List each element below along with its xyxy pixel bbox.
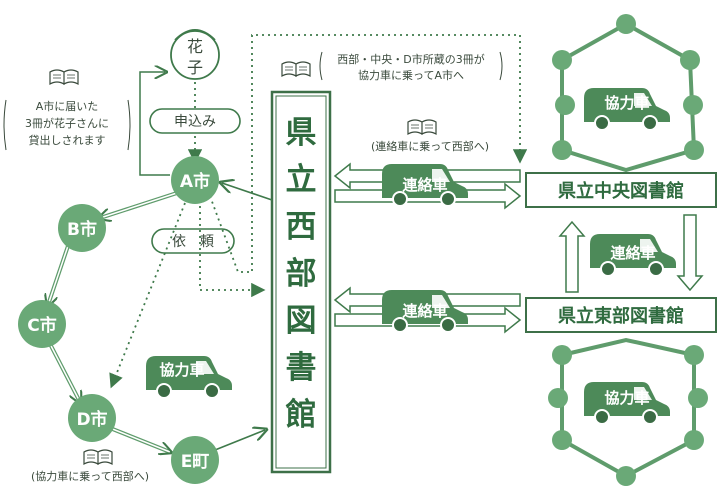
svg-text:協力車: 協力車 xyxy=(159,361,204,379)
left-note-line1: A市に届いた xyxy=(36,99,99,113)
svg-text:立: 立 xyxy=(286,162,317,198)
e-to-west-arrow xyxy=(214,430,265,451)
left-note-line2: 3冊が花子さんに xyxy=(25,116,109,130)
central-area-ring: 協力車 xyxy=(552,14,704,173)
liaison-route-upper: 連絡車 xyxy=(333,162,522,210)
left-books-note: A市に届いた 3冊が花子さんに 貸出しされます xyxy=(3,99,131,151)
svg-text:連絡車: 連絡車 xyxy=(402,176,447,194)
lend-arrow xyxy=(139,72,170,176)
city-c: C市 xyxy=(18,300,66,348)
svg-text:部: 部 xyxy=(286,256,317,292)
svg-text:館: 館 xyxy=(286,397,317,433)
svg-text:協力車に乗ってA市へ: 協力車に乗ってA市へ xyxy=(358,68,464,82)
left-note-line3: 貸出しされます xyxy=(29,133,106,147)
person-name-line2: 子 xyxy=(187,58,203,77)
svg-text:申込み: 申込み xyxy=(174,114,216,130)
bottom-note: (協力車に乗って西部へ) xyxy=(31,469,149,483)
svg-text:県立東部図書館: 県立東部図書館 xyxy=(558,305,684,327)
request-label: 依 頼 xyxy=(151,228,235,254)
person-name-line1: 花 xyxy=(187,37,203,56)
top-route-note: 西部・中央・D市所蔵の3冊が 協力車に乗ってA市へ xyxy=(319,51,503,82)
open-book-icon xyxy=(83,449,113,465)
svg-text:県: 県 xyxy=(286,115,317,151)
central-east-link: 連絡車 xyxy=(558,214,704,293)
svg-text:協力車: 協力車 xyxy=(604,94,649,112)
svg-text:図: 図 xyxy=(286,303,317,339)
svg-text:書: 書 xyxy=(286,350,317,386)
open-book-icon xyxy=(281,61,311,77)
cooperation-van-left: 協力車 xyxy=(145,355,233,399)
svg-text:E町: E町 xyxy=(181,452,210,472)
prefectural-central-library: 県立中央図書館 xyxy=(525,172,717,208)
apply-label: 申込み xyxy=(149,108,241,134)
svg-text:協力車: 協力車 xyxy=(604,389,649,407)
svg-text:D市: D市 xyxy=(76,409,107,430)
liaison-note: (連絡車に乗って西部へ) xyxy=(371,139,489,153)
east-area-ring: 協力車 xyxy=(548,337,708,486)
liaison-route-lower: 連絡車 xyxy=(333,286,522,334)
svg-text:連絡車: 連絡車 xyxy=(402,302,447,320)
city-e: E町 xyxy=(171,436,219,484)
svg-text:B市: B市 xyxy=(67,219,97,240)
request-dotted-lines xyxy=(109,34,528,389)
svg-text:依 頼: 依 頼 xyxy=(172,234,214,250)
svg-text:連絡車: 連絡車 xyxy=(610,244,655,262)
svg-text:A市: A市 xyxy=(180,171,210,192)
svg-text:西: 西 xyxy=(286,209,317,245)
svg-text:西部・中央・D市所蔵の3冊が: 西部・中央・D市所蔵の3冊が xyxy=(337,52,484,66)
svg-text:県立中央図書館: 県立中央図書館 xyxy=(558,180,684,202)
city-b: B市 xyxy=(58,204,106,252)
open-book-icon xyxy=(49,69,79,85)
hanako-person: 花 子 xyxy=(170,29,220,80)
city-d: D市 xyxy=(68,394,116,442)
open-book-icon xyxy=(407,119,437,135)
west-to-a-arrow xyxy=(222,183,273,201)
svg-text:C市: C市 xyxy=(27,315,56,336)
city-network-links-inner xyxy=(48,191,181,452)
prefectural-east-library: 県立東部図書館 xyxy=(525,297,717,333)
prefectural-west-library: 県 立 西 部 図 書 館 xyxy=(270,90,332,474)
city-a: A市 xyxy=(171,156,219,204)
